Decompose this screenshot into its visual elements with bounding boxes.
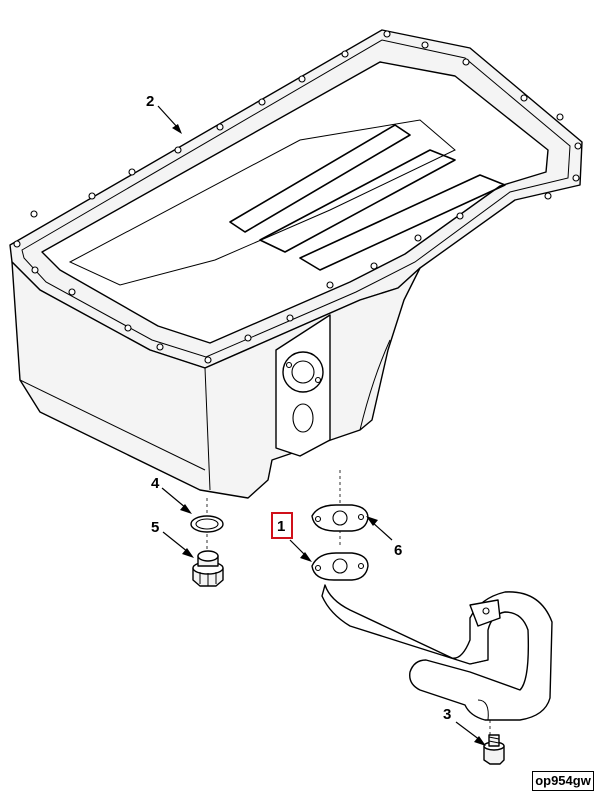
leader-3 [455, 721, 486, 746]
drain-plug-washer [190, 515, 224, 533]
callout-1-highlight [271, 512, 293, 539]
oil-pan [9, 29, 583, 499]
callout-6: 6 [394, 542, 402, 559]
leader-4 [161, 487, 192, 514]
flange-bolt-holes [13, 30, 582, 364]
figure-code-label: op954gw [532, 771, 594, 791]
callout-3: 3 [443, 706, 451, 723]
leader-2 [157, 105, 182, 134]
leader-1 [289, 539, 312, 562]
callout-1: 1 [277, 518, 285, 535]
callout-5: 5 [151, 519, 159, 536]
callout-2: 2 [146, 93, 154, 110]
leader-6 [366, 516, 393, 541]
callout-4: 4 [151, 475, 160, 492]
oil-pickup-tube [311, 552, 553, 721]
leader-5 [162, 531, 194, 558]
pickup-tube-gasket [311, 504, 369, 532]
bolt [483, 734, 505, 765]
drain-plug [192, 550, 224, 587]
